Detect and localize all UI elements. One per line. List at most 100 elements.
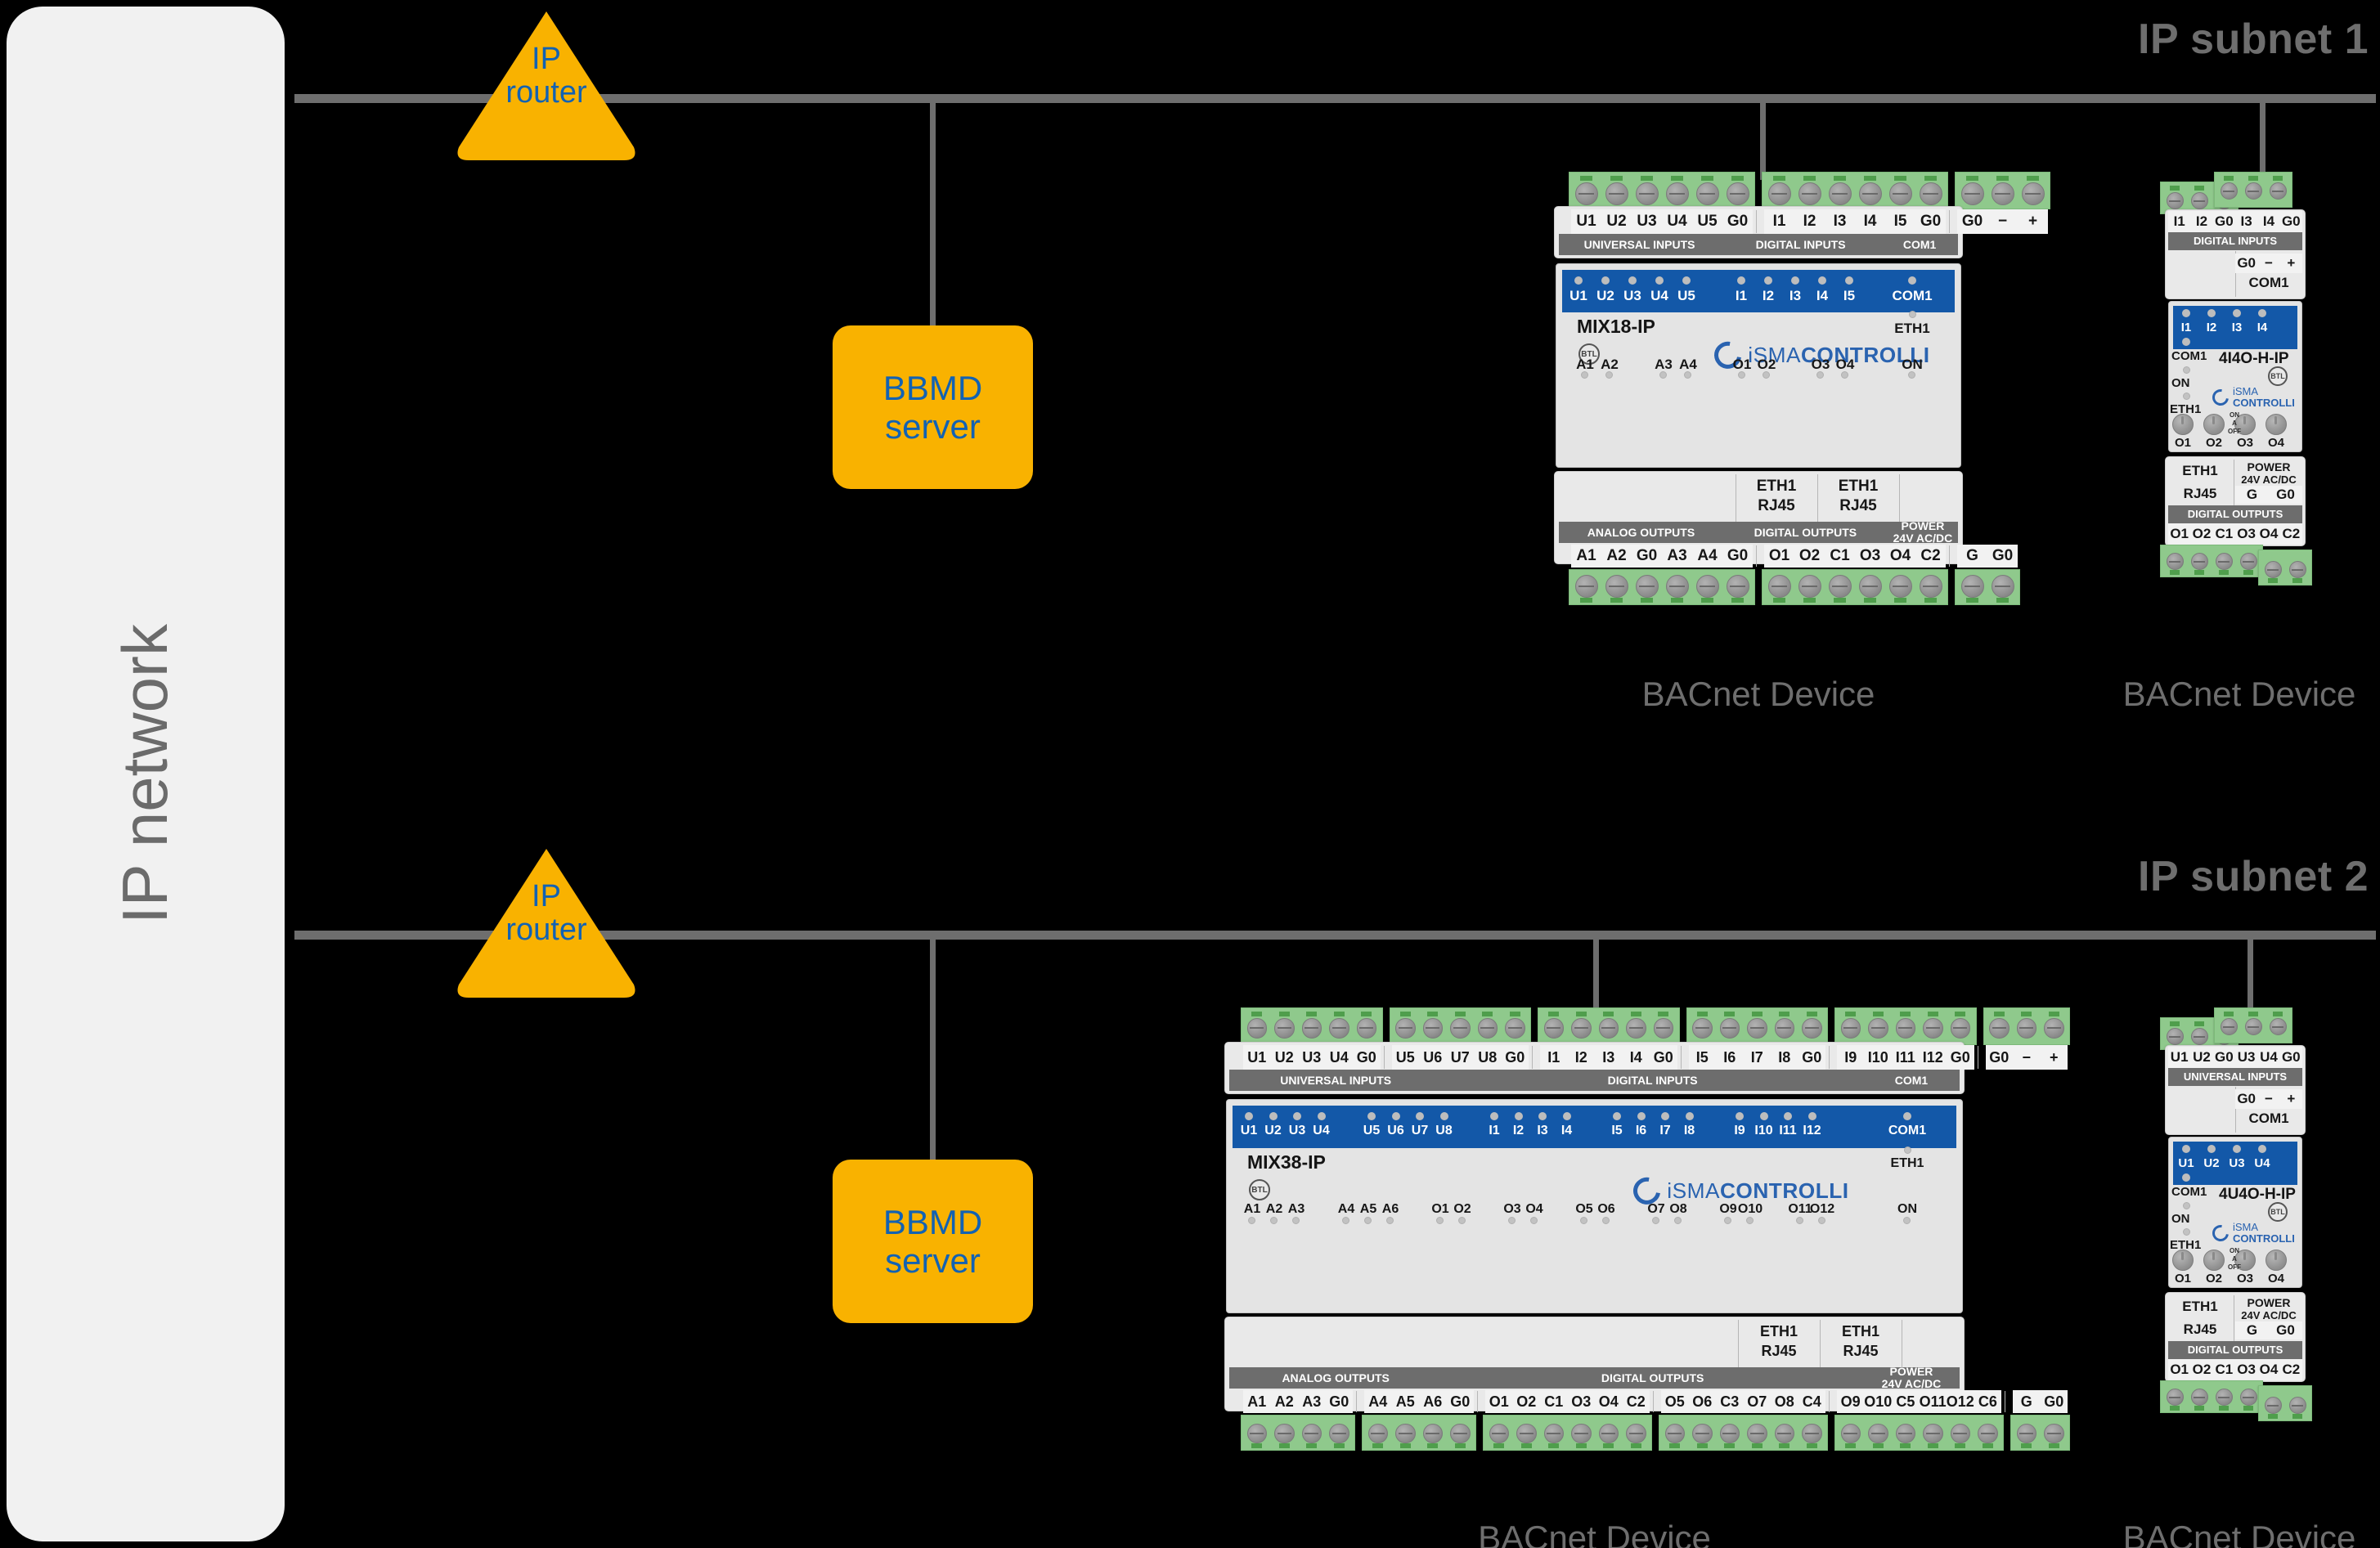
terminal-screw — [1718, 1010, 1743, 1043]
mix38-host-top-label-g3-1: I6 — [1723, 1048, 1736, 1066]
mix38-host-out-label-1-2: A6 — [1381, 1202, 1399, 1216]
terminal-screw-head — [1747, 1018, 1767, 1039]
io4i4o-host-relay-knob-3[interactable] — [2265, 414, 2287, 435]
terminal-screw-head — [2215, 553, 2233, 570]
terminal-screw-head — [1489, 1423, 1509, 1443]
mix38-host-led-label-1-3: U8 — [1435, 1124, 1453, 1137]
status-led — [2182, 1145, 2190, 1153]
terminal-screw — [1487, 1419, 1512, 1450]
mix38-host-bottom-label-g0-0: A1 — [1247, 1393, 1267, 1410]
terminal-screw-head — [1598, 1423, 1619, 1443]
mix18-host-bottom-label-g2-1: G0 — [1992, 547, 2014, 564]
status-led — [1807, 1112, 1816, 1120]
terminal-screw — [1596, 1419, 1622, 1450]
terminal-screw-head — [1888, 182, 1912, 205]
io4i4o-host-eth-port-label: ETH1 — [2182, 463, 2218, 478]
mix38-host-bottom-band-seg-0: ANALOG OUTPUTS — [1282, 1371, 1390, 1384]
relay-position: ON — [2230, 1247, 2239, 1254]
status-led — [1661, 1112, 1669, 1120]
terminal-screw — [2238, 549, 2260, 577]
terminal-screw — [1948, 1419, 1974, 1450]
io4u4o-host-relay-knob-3[interactable] — [2265, 1250, 2287, 1271]
terminal-notch — [1630, 1012, 1641, 1016]
terminal-screw — [1799, 1419, 1825, 1450]
terminal-notch — [1575, 1012, 1587, 1016]
mix38-host-top-label-g0-1: U2 — [1274, 1048, 1294, 1066]
mix38-host-top-label-g1-2: U7 — [1450, 1048, 1470, 1066]
terminal-screw-head — [2166, 1389, 2184, 1406]
terminal-notch — [1993, 1012, 2005, 1016]
terminal-screw — [1987, 1010, 2012, 1043]
io4i4o-host-on-led-label: ON — [2171, 376, 2190, 390]
ip-router-1[interactable]: IP router — [452, 8, 640, 164]
terminal-screw-head — [2244, 182, 2262, 200]
terminal-screw-head — [2021, 182, 2045, 205]
bbmd-server-2[interactable]: BBMD server — [833, 1160, 1033, 1323]
terminal-notch — [1580, 598, 1592, 603]
separator — [2235, 1087, 2236, 1133]
mix18-host-led-label-1-1: I2 — [1762, 288, 1775, 303]
terminal-screw — [1948, 1010, 1974, 1043]
io4i4o-host-led-label-2: I3 — [2231, 321, 2243, 334]
ismacontrolli-logo-icon — [2209, 1221, 2232, 1245]
io4u4o-host-on-led-label: ON — [2171, 1212, 2190, 1226]
io4i4o-host-top-terminal-labels-0: I1 — [2173, 213, 2185, 229]
terminal-screw — [2041, 1419, 2067, 1450]
io4i4o-host-relay-knob-1[interactable] — [2203, 414, 2225, 435]
mix38-host-top-label-g4-0: I9 — [1844, 1048, 1857, 1066]
io4u4o-host-bottom-terminal-labels-3: O3 — [2237, 1362, 2256, 1377]
terminal-notch — [1520, 1443, 1532, 1448]
mix18-host-out-label-0-0: A1 — [1576, 357, 1594, 372]
io4u4o-host-top-terminal-labels-4: U4 — [2260, 1049, 2278, 1065]
terminal-notch — [2224, 176, 2234, 181]
status-led — [1759, 1112, 1768, 1120]
io4u4o-host-relay-knob-0[interactable] — [2172, 1250, 2194, 1271]
io4u4o-host-relay-knob-1[interactable] — [2203, 1250, 2225, 1271]
mix18-host-brand-logo-text: iSMACONTROLLI — [1748, 342, 1930, 367]
separator — [1532, 1046, 1533, 1069]
io4u4o-host-relay-knob-2[interactable] — [2234, 1250, 2256, 1271]
terminal-notch — [2048, 1443, 2059, 1448]
terminal-notch — [2273, 1012, 2283, 1016]
terminal-screw — [2262, 554, 2284, 585]
output-led — [1581, 371, 1588, 379]
terminal-screw — [1663, 1419, 1688, 1450]
terminal-screw-head — [1919, 182, 1942, 205]
io4u4o-host-eth-port-label: ETH1 — [2182, 1299, 2218, 1314]
terminal-screw-head — [1802, 1423, 1822, 1443]
mix38-host-top-label-g1-0: U5 — [1395, 1048, 1415, 1066]
mix38-host-top-label-g0-0: U1 — [1247, 1048, 1267, 1066]
terminal-notch — [1806, 1012, 1817, 1016]
terminal-notch — [1696, 1012, 1708, 1016]
terminal-screw — [2041, 1010, 2067, 1043]
output-led — [1841, 371, 1848, 379]
io4i4o-host-relay-knob-0[interactable] — [2172, 414, 2194, 435]
mix38-host-top-label-g3-0: I5 — [1695, 1048, 1709, 1066]
ip-router-2[interactable]: IP router — [452, 846, 640, 1001]
status-led — [1903, 1112, 1911, 1120]
terminal-notch — [1982, 1443, 1993, 1448]
bbmd-server-1[interactable]: BBMD server — [833, 325, 1033, 489]
terminal-screw — [2019, 174, 2047, 207]
terminal-screw-head — [2244, 1018, 2262, 1035]
bbmd-server-2-label: BBMD server — [882, 1202, 983, 1280]
terminal-screw — [1366, 1419, 1391, 1450]
terminal-notch — [1575, 1443, 1587, 1448]
terminal-screw-head — [1719, 1423, 1740, 1443]
mix38-host-top-label-g5-0: G0 — [1989, 1048, 2010, 1066]
terminal-screw — [1448, 1010, 1473, 1043]
terminal-screw-head — [1828, 182, 1852, 205]
mix38-host-led-label-4-3: I12 — [1803, 1124, 1821, 1137]
terminal-notch — [2224, 1012, 2234, 1016]
terminal-screw — [1887, 573, 1915, 604]
io4i4o-host-relay-knob-2[interactable] — [2234, 414, 2256, 435]
mix38-host-top-label-g1-1: U6 — [1423, 1048, 1443, 1066]
io4i4o-host-com-terminal-labels-0: G0 — [2237, 255, 2256, 271]
terminal-notch — [2248, 1012, 2258, 1016]
